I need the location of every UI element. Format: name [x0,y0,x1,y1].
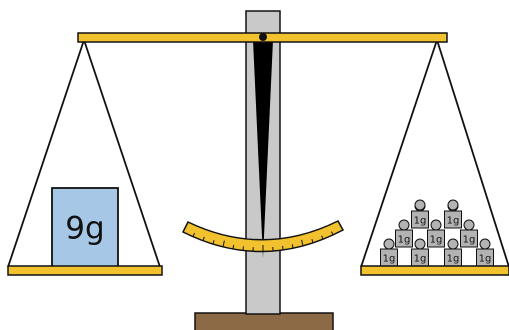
left-weight-block: 9g [52,188,118,267]
right-pan [361,266,509,275]
weight-knob [415,239,425,249]
scale-tick [292,244,293,248]
weight-1g-label: 1g [447,254,460,265]
weight-knob [415,200,425,210]
weight-1g-label: 1g [447,216,460,227]
weight-knob [448,200,458,210]
weight-1g-label: 1g [430,235,443,246]
left-pan [8,266,162,275]
weight-knob [399,220,409,230]
weight-1g-label: 1g [463,235,476,246]
block-9g-label: 9g [65,211,104,247]
weight-knob [431,220,441,230]
weight-1g-label: 1g [414,216,427,227]
weight-knob [464,220,474,230]
weight-1g-label: 1g [479,254,492,265]
weight-knob [448,239,458,249]
weight-1g-label: 1g [398,235,411,246]
weight-knob [384,239,394,249]
beam-pivot [259,33,267,41]
weight-knob [480,239,490,249]
weight-1g-label: 1g [414,254,427,265]
scale-base [195,313,333,330]
weight-1g-label: 1g [383,254,396,265]
scale-tick [233,245,234,249]
